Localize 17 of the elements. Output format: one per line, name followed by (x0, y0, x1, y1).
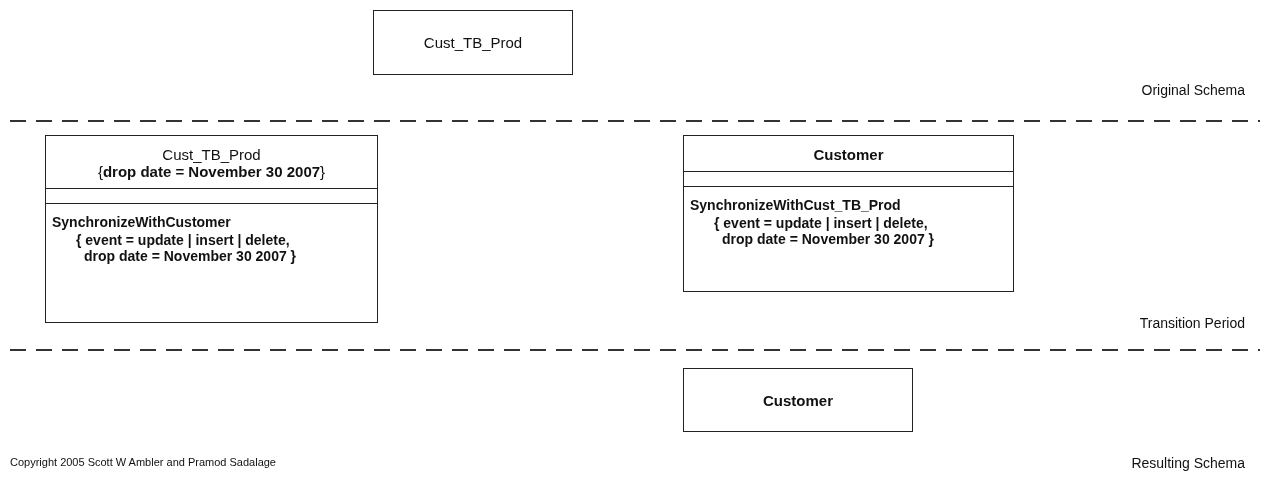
section-label: Resulting Schema (1131, 455, 1245, 471)
table-box (683, 368, 913, 432)
method-name: SynchronizeWithCust_TB_Prod (690, 197, 901, 213)
constraint-text: {drop date = November 30 2007} (96, 163, 327, 180)
table-name: Cust_TB_Prod (423, 34, 523, 51)
class-box (683, 135, 1014, 292)
method-signature: { event = update | insert | delete, drop date = November 30 2007 } (75, 232, 298, 264)
class-box (45, 135, 378, 323)
method-name: SynchronizeWithCustomer (52, 214, 231, 230)
table-box (373, 10, 573, 75)
table-name: Customer (763, 391, 833, 409)
class-name: Customer (812, 146, 885, 163)
copyright-text: Copyright 2005 Scott W Ambler and Pramod Sadalage (10, 456, 276, 468)
class-name: Cust_TB_Prod (161, 146, 262, 163)
section-label: Transition Period (1139, 315, 1245, 331)
section-label: Original Schema (1141, 82, 1245, 98)
method-signature: { event = update | insert | delete, drop date = November 30 2007 } (713, 215, 936, 247)
